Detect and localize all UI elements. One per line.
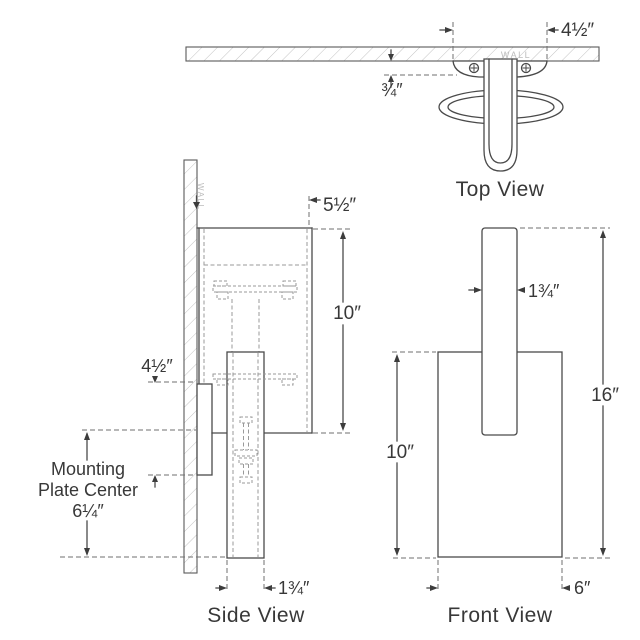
dim-label-plate-offset: ¾″ [381, 80, 403, 100]
front-view: 1¾″ 16″ 10″ 6″ [386, 227, 619, 627]
arm-profile-front [481, 227, 518, 436]
dim-label-plate-width: 4½″ [561, 20, 594, 41]
mounting-plate-side [196, 383, 213, 476]
dim-label-shade-height-side: 10″ [333, 303, 361, 324]
wall-label-side: WALL [196, 183, 205, 211]
socket-bracket-upper [212, 280, 298, 352]
side-view: WALL 5½″ [38, 159, 361, 627]
mounting-note-line2: Plate Center [38, 480, 138, 500]
wall-label-top: WALL [501, 50, 531, 60]
front-view-label: Front View [448, 604, 553, 627]
dim-label-shade-depth: 5½″ [323, 195, 356, 216]
dim-shade-depth: 5½″ [308, 195, 356, 228]
screw-stack-hidden [234, 416, 258, 484]
dim-label-shade-height-front: 10″ [386, 442, 414, 463]
shade-outline-side [196, 227, 313, 434]
arm-profile-top [483, 58, 518, 172]
side-view-label: Side View [207, 604, 305, 627]
screw-right-icon [520, 62, 532, 74]
arm-profile-top-inner [488, 58, 513, 164]
mounting-note-line1: Mounting [51, 459, 125, 479]
dim-shade-height-front: 10″ [386, 351, 436, 559]
top-view-label: Top View [456, 178, 545, 201]
dim-label-arm-width: 1¾″ [528, 281, 560, 301]
arm-hidden-lines [212, 353, 298, 557]
dim-plate-height: 4½″ [141, 356, 196, 488]
mounting-note-line3: 6¼″ [72, 501, 104, 521]
wall-section-side [183, 159, 198, 574]
screw-left-icon [468, 62, 480, 74]
dim-shade-height-side: 10″ [313, 228, 361, 434]
dim-plate-width: 4½″ [439, 20, 594, 61]
dim-label-overall-height: 16″ [591, 385, 619, 406]
dim-label-shade-width: 6″ [574, 578, 591, 598]
dim-label-arm-depth: 1¾″ [278, 578, 310, 598]
dim-arm-depth: 1¾″ [215, 560, 310, 598]
dim-label-plate-height: 4½″ [141, 356, 173, 376]
dim-overall-height: 16″ [520, 227, 619, 559]
top-view: WALL 4½″ [185, 20, 600, 201]
dim-arm-width: 1¾″ [468, 281, 560, 301]
dim-plate-offset: ¾″ [381, 49, 457, 100]
dim-mounting-plate-center: Mounting Plate Center 6¼″ [38, 429, 226, 558]
wall-face-arrow-icon [193, 202, 200, 209]
dim-shade-width: 6″ [426, 560, 591, 598]
